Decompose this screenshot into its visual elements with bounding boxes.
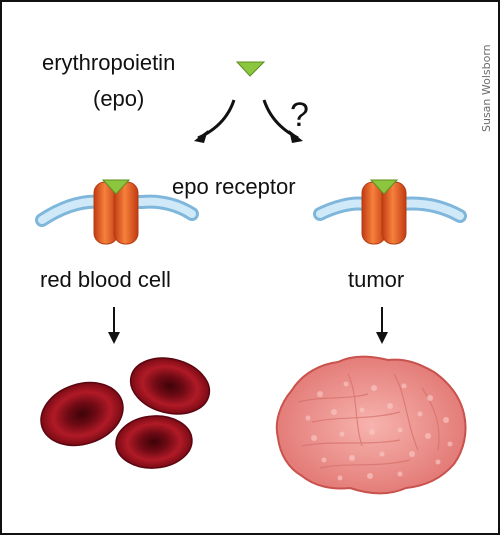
down-arrow-tumor-head <box>376 332 388 344</box>
arrow-to-rbc <box>197 99 236 140</box>
question-mark: ? <box>290 96 309 134</box>
red-blood-cells-icon <box>40 357 211 469</box>
arrow-to-rbc-head <box>194 130 208 143</box>
hormone-abbrev-label: (epo) <box>93 86 145 111</box>
hormone-name-label: erythropoietin <box>42 50 176 75</box>
tumor-label: tumor <box>348 267 405 292</box>
arrow-to-tumor-head <box>289 130 303 143</box>
rbc-label: red blood cell <box>40 267 171 292</box>
receptor-label: epo receptor <box>172 174 296 199</box>
down-arrow-rbc-head <box>108 332 120 344</box>
tumor-mass-icon <box>275 355 467 495</box>
tumor-membrane-receptor <box>313 179 467 245</box>
artist-credit: Susan Wolsborn <box>480 44 493 132</box>
epo-molecule-icon <box>235 61 266 77</box>
rbc-membrane-receptor <box>35 179 199 245</box>
